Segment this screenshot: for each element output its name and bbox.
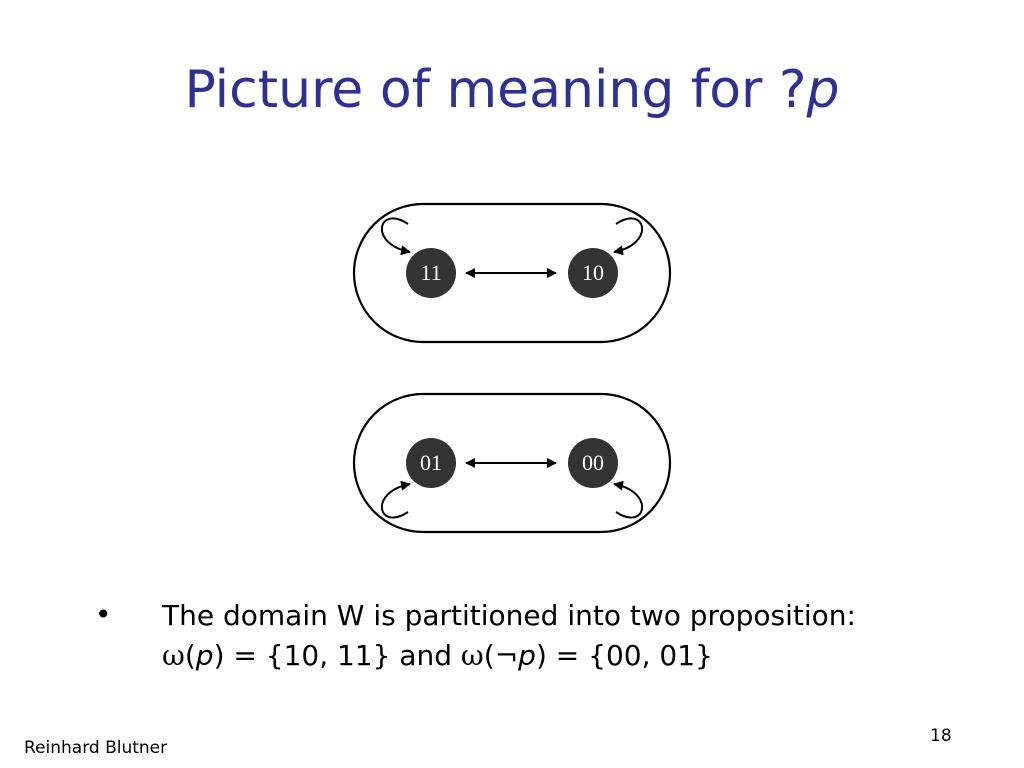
set-p-text: ) = {10, 11} and [213,639,461,672]
variable-p: p [518,639,536,672]
set-not-p-text: ) = {00, 01} [535,639,713,672]
reflexive-loop-00 [613,480,644,519]
reflexive-loop-11 [380,217,411,256]
world-node-10: 10 [568,248,618,298]
reflexive-loop-01 [380,480,411,519]
omega-symbol: ω [460,639,484,672]
paren-open: ( [483,639,495,672]
bullet-line-1: The domain W is partitioned into two pro… [162,599,856,632]
variable-p: p [195,639,214,672]
paren-open: ( [184,639,196,672]
world-node-label: 10 [582,260,604,285]
slide-title-variable: p [806,60,840,120]
partition-boundary-top [352,202,672,344]
negation-symbol: ¬ [494,639,519,672]
slide-page-number: 18 [930,726,952,746]
slide-author: Reinhard Blutner [24,738,168,758]
world-node-11: 11 [406,248,456,298]
world-node-label: 01 [420,450,442,475]
world-node-label: 00 [582,450,604,475]
partition-boundary-bottom [352,392,672,534]
omega-symbol: ω [162,639,185,672]
bullet-line-2: ω(p) = {10, 11} and ω(¬p) = {00, 01} [162,636,856,676]
partition-cell-not-p: 01 00 [352,392,672,534]
world-node-label: 11 [420,260,441,285]
bullet-marker: • [95,598,112,631]
bullet-text: The domain W is partitioned into two pro… [162,596,856,676]
partition-diagram: 11 10 01 00 [352,202,672,534]
world-node-01: 01 [406,438,456,488]
partition-cell-p: 11 10 [352,202,672,344]
world-node-00: 00 [568,438,618,488]
reflexive-loop-10 [613,217,644,256]
slide-title: Picture of meaning for ?p [0,60,1024,120]
slide-title-text: Picture of meaning for ? [184,60,807,120]
